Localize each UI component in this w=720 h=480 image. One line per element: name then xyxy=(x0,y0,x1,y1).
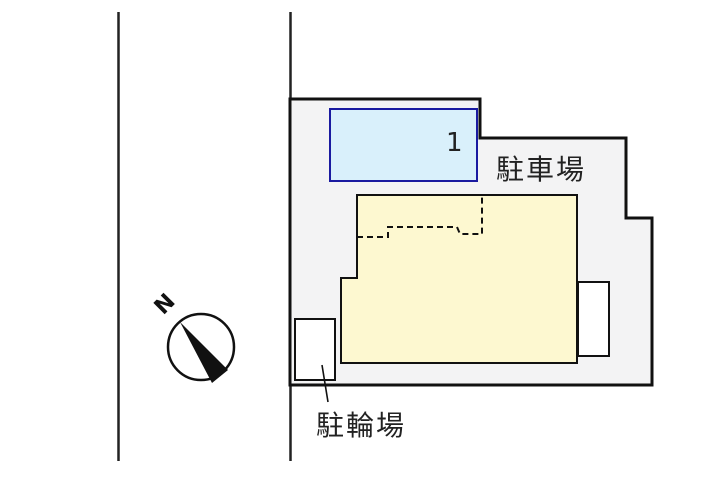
bicycle-parking-box xyxy=(294,318,336,381)
building xyxy=(340,194,578,364)
parking-space-number: 1 xyxy=(446,128,463,158)
parking-space-1 xyxy=(329,108,478,182)
building-dashed-line xyxy=(357,196,483,238)
parking-label: 駐車場 xyxy=(496,153,587,186)
bicycle-parking-leader xyxy=(321,364,329,403)
equipment-box xyxy=(577,281,610,357)
bicycle-parking-label: 駐輪場 xyxy=(316,409,407,442)
north-compass-icon xyxy=(166,312,236,383)
